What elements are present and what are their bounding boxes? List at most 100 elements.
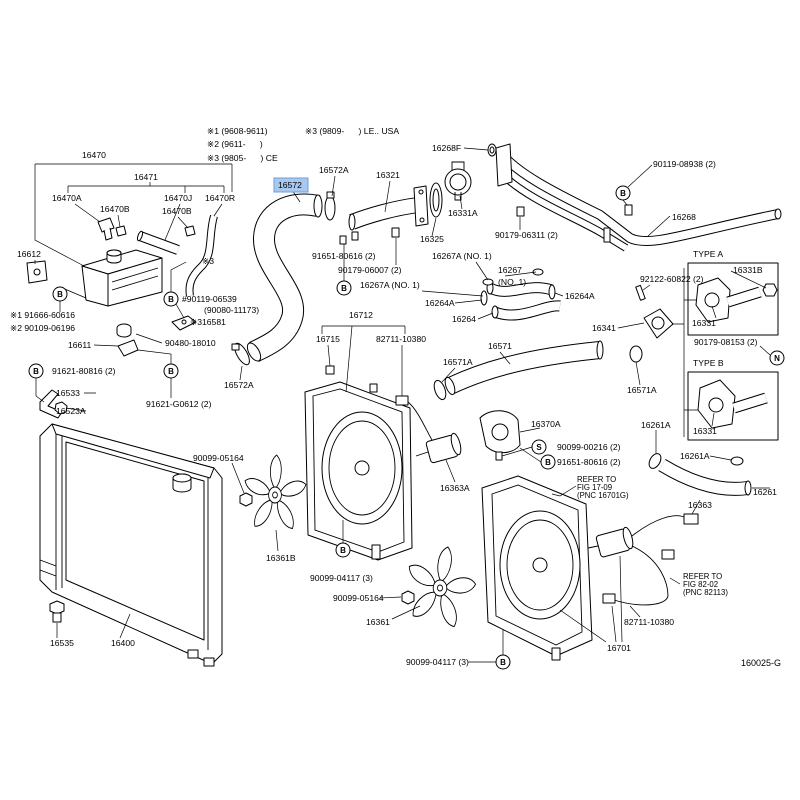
- part-label-16470j[interactable]: 16470J: [164, 193, 192, 203]
- svg-text:S: S: [536, 443, 542, 452]
- part-label-16331[interactable]: 16331: [692, 318, 716, 328]
- part-label-16261[interactable]: 16261: [753, 487, 777, 497]
- refer-note-shroud: REFER TO FIG 17-09 (PNC 16701G): [577, 475, 629, 500]
- part-label-90119-06539[interactable]: #90119-06539: [182, 294, 237, 304]
- marker-b-1: B: [52, 286, 68, 302]
- part-label-90099-05164[interactable]: 90099-05164: [193, 453, 244, 463]
- part-label-16701[interactable]: 16701: [607, 643, 631, 653]
- part-label-90480-18010[interactable]: 90480-18010: [165, 338, 216, 348]
- part-label-16571a-2[interactable]: 16571A: [627, 385, 657, 395]
- connector-82711-10380: [325, 365, 433, 441]
- part-label-16470a[interactable]: 16470A: [52, 193, 82, 203]
- svg-text:B: B: [168, 295, 174, 304]
- marker-b-3: B: [28, 363, 44, 379]
- part-label-16400[interactable]: 16400: [111, 638, 135, 648]
- type-a-label: TYPE A: [693, 249, 723, 259]
- part-label-16267a-2[interactable]: 16267A (NO. 1): [360, 280, 420, 290]
- clamp-16572a: [231, 191, 336, 366]
- part-label-82711-10380-2[interactable]: 82711-10380: [624, 617, 674, 627]
- part-label-16470b-2[interactable]: 16470B: [162, 206, 192, 216]
- radiator-16400: [39, 423, 223, 667]
- part-label-16571a[interactable]: 16571A: [443, 357, 473, 367]
- part-label-16321[interactable]: 16321: [376, 170, 400, 180]
- refer-note-pnc: (PNC 16701G): [577, 491, 629, 500]
- part-label-16331a[interactable]: 16331A: [448, 208, 478, 218]
- part-label-16325[interactable]: 16325: [420, 234, 444, 244]
- part-label-16470b[interactable]: 16470B: [100, 204, 130, 214]
- part-label-16712[interactable]: 16712: [349, 310, 373, 320]
- part-label-16361[interactable]: 16361: [366, 617, 390, 627]
- nut-16523a: [54, 401, 68, 415]
- part-label-16533[interactable]: 16533: [56, 388, 80, 398]
- part-label-16612[interactable]: 16612: [17, 249, 41, 259]
- part-label-82711-10380[interactable]: 82711-10380: [376, 334, 426, 344]
- wire-harness-82711-10380: [602, 513, 699, 606]
- svg-text:B: B: [168, 367, 174, 376]
- reservoir-tank: [81, 249, 163, 307]
- part-label-90099-04117-2[interactable]: 90099-04117 (3): [406, 657, 469, 667]
- part-label-16523a[interactable]: 16523A: [56, 406, 86, 416]
- part-label-16470r[interactable]: 16470R: [205, 193, 235, 203]
- part-label-90080-11173[interactable]: (90080-11173): [204, 305, 259, 315]
- note-3: ※2 (9611- ): [207, 139, 263, 149]
- part-label-91621-g0612[interactable]: 91621-G0612 (2): [146, 399, 212, 409]
- part-label-90099-00216[interactable]: 90099-00216 (2): [557, 442, 621, 452]
- part-label-16363a[interactable]: 16363A: [440, 483, 470, 493]
- part-label-90099-05164-2[interactable]: 90099-05164: [333, 593, 384, 603]
- part-label-91621-80816[interactable]: 91621-80816 (2): [52, 366, 116, 376]
- part-label-16331-2[interactable]: 16331: [693, 426, 717, 436]
- fan-motor-16363a: [415, 432, 462, 464]
- marker-b-5: B: [615, 185, 631, 201]
- part-label-91666-60616[interactable]: ※1 91666-60616: [10, 310, 75, 320]
- part-label-16715[interactable]: 16715: [316, 334, 340, 344]
- part-label-16268[interactable]: 16268: [672, 212, 696, 222]
- part-label-16264a-2[interactable]: 16264A: [565, 291, 595, 301]
- gasket-16268f: [487, 143, 497, 157]
- refer-note-fig[interactable]: FIG 17-09: [577, 483, 612, 492]
- part-label-90179-06311[interactable]: 90179-06311 (2): [495, 230, 558, 240]
- part-label-90119-08938[interactable]: 90119-08938 (2): [653, 159, 716, 169]
- highlight-box[interactable]: [273, 177, 309, 193]
- part-label-91651-80616-2[interactable]: 91651-80616 (2): [557, 457, 621, 467]
- part-label-16261a[interactable]: 16261A: [641, 420, 671, 430]
- part-labels: 16470 16471 16470A 16470J 16470R 16470B …: [10, 143, 777, 667]
- part-label-16572a-2[interactable]: 16572A: [224, 380, 254, 390]
- part-label-92122-60822[interactable]: 92122-60822 (2): [640, 274, 704, 284]
- hose-16470r: [185, 214, 218, 297]
- part-label-16264[interactable]: 16264: [452, 314, 476, 324]
- part-label-90099-04117[interactable]: 90099-04117 (3): [310, 573, 373, 583]
- svg-text:B: B: [341, 284, 347, 293]
- part-label-16363[interactable]: 16363: [688, 500, 712, 510]
- part-label-16470[interactable]: 16470: [82, 150, 106, 160]
- part-label-16267a[interactable]: 16267A (NO. 1): [432, 251, 492, 261]
- marker-b-7: B: [540, 454, 556, 470]
- refer-note-fig[interactable]: FIG 82-02: [683, 580, 718, 589]
- part-label-16341[interactable]: 16341: [592, 323, 616, 333]
- refer-note-line: REFER TO: [577, 475, 616, 484]
- svg-text:B: B: [620, 189, 626, 198]
- part-label-16331b[interactable]: 16331B: [733, 265, 763, 275]
- svg-text:B: B: [500, 658, 506, 667]
- part-label-16361b[interactable]: 16361B: [266, 553, 296, 563]
- part-label-16268f[interactable]: 16268F: [432, 143, 461, 153]
- part-label-90109-06196[interactable]: ※2 90109-06196: [10, 323, 75, 333]
- part-label-90179-08153[interactable]: 90179-08153 (2): [694, 337, 758, 347]
- part-label-16267-no1: (NO. 1): [498, 277, 526, 287]
- clamps-16264a-16267: [480, 268, 556, 306]
- part-label-90179-06007[interactable]: 90179-06007 (2): [338, 265, 402, 275]
- part-label-91651-80616[interactable]: 91651-80616 (2): [312, 251, 376, 261]
- part-label-16264a[interactable]: 16264A: [425, 298, 455, 308]
- part-label-16572-highlighted[interactable]: 16572: [278, 180, 302, 190]
- part-label-16370a[interactable]: 16370A: [531, 419, 561, 429]
- part-label-16581[interactable]: ※316581: [190, 317, 226, 327]
- part-label-16572a[interactable]: 16572A: [319, 165, 349, 175]
- part-label-16261a-2[interactable]: 16261A: [680, 451, 710, 461]
- part-label-16471[interactable]: 16471: [134, 172, 158, 182]
- part-label-16267[interactable]: 16267: [498, 265, 522, 275]
- bolt-90119-08938: [624, 204, 633, 216]
- water-pipe-16268: [495, 143, 782, 252]
- note-2: ※3 (9809- ) LE.. USA: [305, 126, 399, 136]
- part-label-16571[interactable]: 16571: [488, 341, 512, 351]
- part-label-16611[interactable]: 16611: [68, 340, 91, 350]
- part-label-16535[interactable]: 16535: [50, 638, 74, 648]
